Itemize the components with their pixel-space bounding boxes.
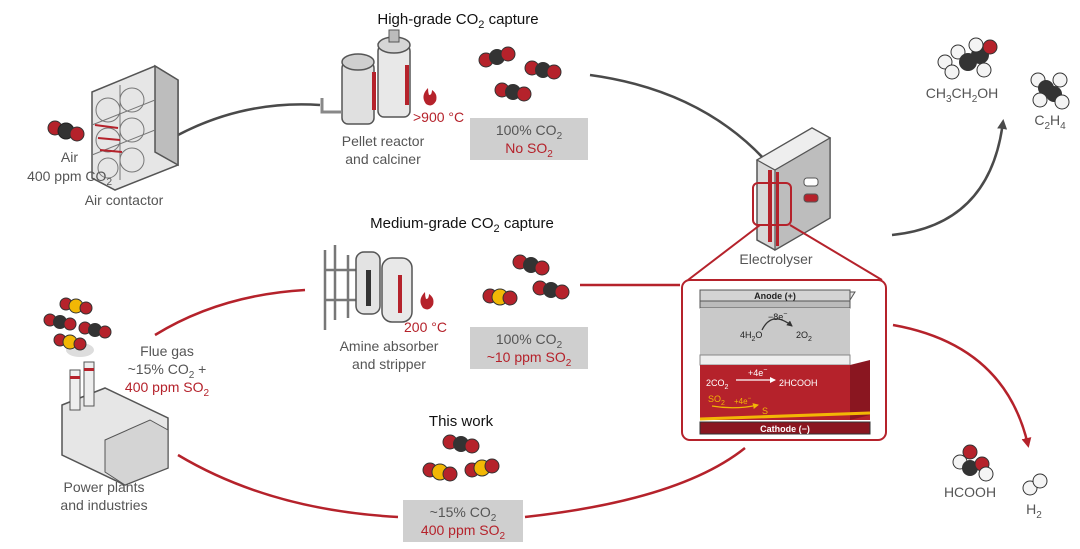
flue-gas-so2-label: 400 ppm SO2: [125, 379, 210, 399]
ethylene-label: C2H4: [1034, 112, 1066, 132]
co2-reactant-label: 2CO2: [706, 378, 729, 391]
flue-to-this-work-curve: [177, 453, 399, 519]
high-grade-title: High-grade CO2 capture: [377, 11, 538, 31]
air-contactor-label: Air contactor: [85, 192, 164, 208]
electrolyser-to-c2-products-arrow: [891, 119, 1008, 237]
anode-bar: [699, 289, 851, 302]
high-grade-co2-value: 100% CO2: [496, 122, 563, 142]
ethanol-molecule: [937, 37, 998, 80]
electrolyser-to-formic-arrow: [892, 323, 1032, 448]
power-plants-label: Power plants: [64, 479, 145, 495]
electrolyser-layers: [699, 289, 871, 435]
this-work-title: This work: [429, 413, 494, 430]
flue-gas-molecules: [43, 297, 112, 351]
flame-icon: [420, 292, 434, 310]
high-grade-so2-value: No SO2: [505, 140, 553, 160]
hydrogen-label: H2: [1026, 501, 1042, 521]
stripper-label: and stripper: [352, 356, 426, 372]
anode-electrons-label: −8e−: [768, 311, 787, 322]
calciner-label: and calciner: [345, 151, 421, 167]
electrolyser-illustration: [752, 127, 832, 252]
air-label: Air: [61, 149, 78, 165]
air-concentration-label: 400 ppm CO2: [27, 168, 112, 188]
high-grade-to-electrolyser-curve: [589, 73, 766, 161]
oxygen-label: 2O2: [796, 330, 812, 343]
medium-grade-temp: 200 °C: [404, 319, 447, 335]
this-work-co2-value: ~15% CO2: [430, 504, 497, 524]
hydrogen-molecule: [1022, 473, 1048, 496]
flue-to-amine-curve: [154, 288, 306, 337]
cathode-bar: [699, 421, 871, 435]
cathode-electrons-label: +4e−: [748, 367, 767, 378]
air-to-pellet-curve: [177, 103, 321, 137]
anode-label: Anode (+): [754, 291, 796, 301]
formic-product-label: 2HCOOH: [779, 378, 818, 388]
this-work-molecules: [422, 434, 500, 482]
high-grade-value-box: [470, 118, 588, 160]
medium-grade-title: Medium-grade CO2 capture: [370, 215, 554, 235]
anode-electron-arrow: [761, 318, 793, 331]
pellet-reactor-label: Pellet reactor: [342, 133, 425, 149]
zoom-line-left: [687, 224, 761, 281]
flue-gas-co2-label: ~15% CO2 +: [128, 361, 207, 381]
sulfur-electrons-label: +4e−: [734, 396, 752, 406]
pellet-reactor-illustration: [320, 29, 411, 125]
flue-gas-label: Flue gas: [140, 343, 194, 359]
this-work-to-electrolyser-curve: [524, 447, 746, 519]
amine-absorber-illustration: [323, 245, 413, 330]
sulfur-label: S: [762, 406, 768, 416]
zoom-line-right: [789, 224, 883, 281]
so2-to-sulfur-arrow: [711, 403, 759, 409]
this-work-value-box: [403, 500, 523, 542]
air-contactor-illustration: [91, 64, 179, 191]
so2-reactant-label: SO2: [708, 394, 725, 407]
air-co2-molecule: [47, 120, 85, 142]
medium-grade-molecules: [482, 254, 570, 306]
formic-acid-label: HCOOH: [944, 484, 996, 500]
water-label: 4H2O: [740, 330, 762, 343]
electrolyser-label: Electrolyser: [739, 251, 812, 267]
amine-absorber-label: Amine absorber: [340, 338, 439, 354]
this-work-so2-value: 400 ppm SO2: [421, 522, 506, 542]
medium-grade-value-box: [470, 327, 588, 369]
cathode-label: Cathode (−): [760, 424, 810, 434]
medium-grade-co2-value: 100% CO2: [496, 331, 563, 351]
medium-grade-so2-value: ~10 ppm SO2: [487, 349, 572, 369]
formic-acid-molecule: [952, 444, 994, 482]
flame-icon: [423, 88, 437, 106]
high-grade-co2-molecules: [478, 46, 562, 102]
ethanol-label: CH3CH2OH: [926, 85, 999, 105]
high-grade-temp: >900 °C: [413, 109, 464, 125]
ethylene-molecule: [1030, 72, 1070, 110]
industries-label: and industries: [60, 497, 147, 513]
